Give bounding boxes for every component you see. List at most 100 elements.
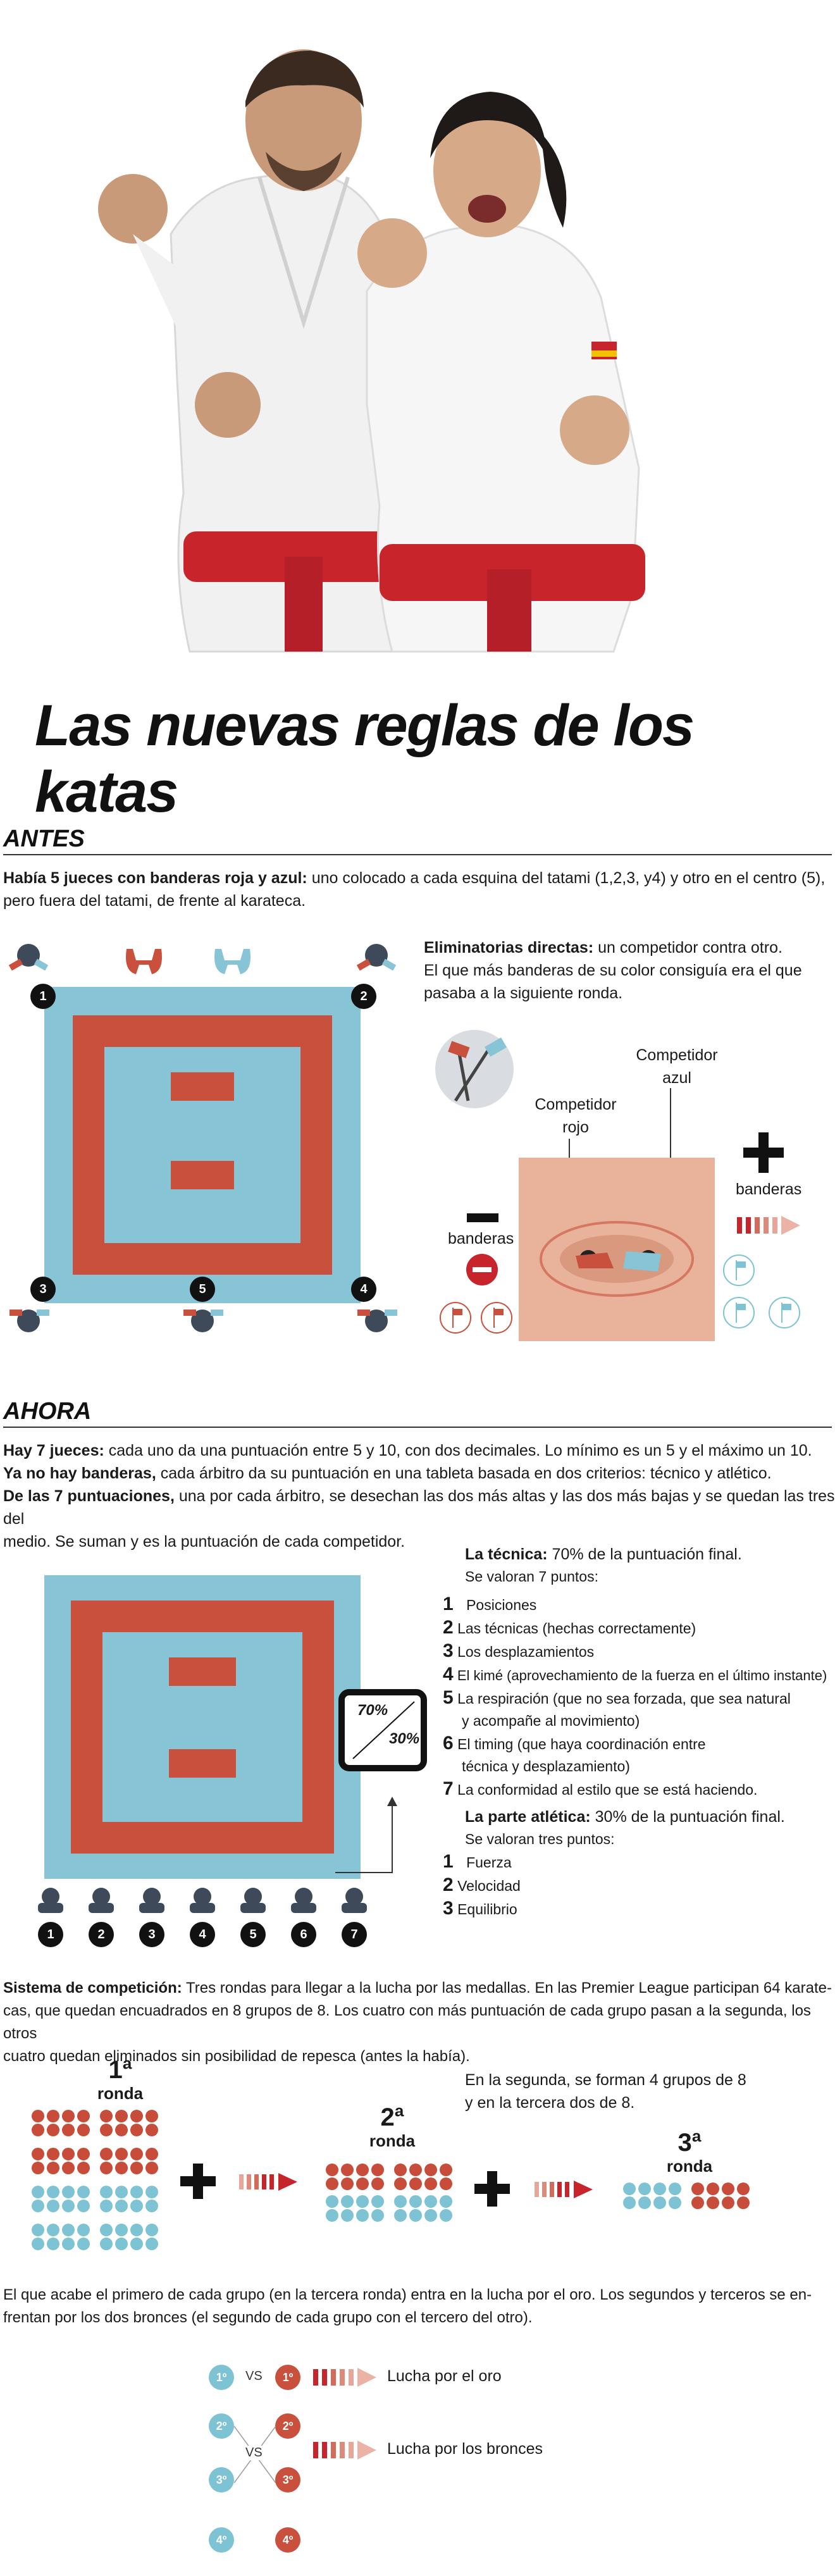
competitor-dot xyxy=(669,2183,681,2195)
plus-round-icon-2 xyxy=(474,2171,510,2207)
competitor-dot xyxy=(326,2164,338,2176)
judge-figure-3 xyxy=(9,1310,49,1332)
ath-sub: Se valoran tres puntos: xyxy=(465,1831,615,1847)
competitor-dot xyxy=(32,2162,44,2174)
antes-judge-badge-4: 4 xyxy=(351,1277,376,1302)
competitor-dot xyxy=(409,2209,422,2222)
ahora-tatami-diagram xyxy=(44,1575,427,1879)
competitor-dot xyxy=(440,2164,452,2176)
competitor-dot xyxy=(115,2162,128,2174)
bronze-arrow-icon xyxy=(313,2441,376,2460)
competitor-dot xyxy=(737,2183,750,2195)
competitor-dot xyxy=(47,2200,59,2212)
competitor-dot xyxy=(653,2196,666,2209)
competitor-dot xyxy=(32,2148,44,2160)
competitor-dot xyxy=(100,2148,113,2160)
competitor-dot xyxy=(737,2196,750,2209)
competitor-dot xyxy=(32,2238,44,2250)
competitor-dot xyxy=(130,2124,143,2136)
competitor-dot xyxy=(341,2209,354,2222)
competitor-dot xyxy=(424,2209,437,2222)
ahora-judge-badge-5: 5 xyxy=(240,1922,266,1947)
antes-intro-bold: Había 5 jueces con banderas roja y azul: xyxy=(3,869,307,887)
competitor-dot xyxy=(424,2195,437,2208)
round2-label: 2ª ronda xyxy=(369,2103,416,2150)
antes-elim-line2: El que más banderas de su color consiguí… xyxy=(424,962,802,979)
competitor-dot xyxy=(326,2177,338,2190)
competitor-dot xyxy=(47,2238,59,2250)
pct-ath: 30% xyxy=(389,1730,420,1747)
competitor-dot xyxy=(130,2110,143,2122)
ath-bold: La parte atlética: xyxy=(465,1808,591,1826)
competitor-red-label: Competidor rojo xyxy=(535,1096,617,1136)
round1-dots xyxy=(32,2110,158,2255)
round-arrow-icon-2 xyxy=(535,2181,593,2198)
hero-athletes-illustration xyxy=(98,49,645,653)
competitor-dot xyxy=(130,2200,143,2212)
ahora-judge-badge-7: 7 xyxy=(342,1922,367,1947)
competitor-dot xyxy=(145,2224,158,2236)
sistema-text: Sistema de competición: Tres rondas para… xyxy=(3,1979,832,2065)
tech-sub: Se valoran 7 puntos: xyxy=(465,1568,598,1585)
round3-label: 3ª ronda xyxy=(666,2129,713,2176)
competitor-dot xyxy=(115,2124,128,2136)
final-red-2: 2º xyxy=(275,2413,300,2439)
competitor-dot xyxy=(32,2186,44,2198)
competitor-dot xyxy=(394,2164,407,2176)
fight-area-diagram xyxy=(519,1088,715,1341)
competitor-dot xyxy=(691,2183,704,2195)
final-text: El que acabe el primero de cada grupo (e… xyxy=(3,2286,812,2326)
ahora-judges-row xyxy=(38,1888,367,1913)
tablet-score-icon xyxy=(338,1689,427,1771)
blue-competitor-mark-icon xyxy=(214,949,250,974)
round3-dots xyxy=(623,2183,750,2211)
competitor-dot xyxy=(32,2200,44,2212)
rounds-note: En la segunda, se forman 4 grupos de 8 y… xyxy=(465,2071,746,2112)
competitor-dot xyxy=(145,2186,158,2198)
competitor-dot xyxy=(356,2177,369,2190)
competitor-dot xyxy=(115,2148,128,2160)
competitor-dot xyxy=(115,2238,128,2250)
competitor-dot xyxy=(638,2183,651,2195)
antes-elim-line1: un competidor contra otro. xyxy=(593,939,782,957)
competitor-dot xyxy=(356,2164,369,2176)
tatami-mark-bottom xyxy=(171,1161,234,1189)
competitor-dot xyxy=(130,2162,143,2174)
competitor-dot xyxy=(145,2200,158,2212)
competitor-dot xyxy=(371,2164,384,2176)
tatami-mark-top xyxy=(171,1072,234,1101)
ath-item-1: 1 Fuerza xyxy=(443,1851,512,1872)
minus-icon xyxy=(467,1213,498,1222)
antes-intro-line1: uno colocado a cada esquina del tatami (… xyxy=(307,869,826,887)
competitor-dot xyxy=(32,2224,44,2236)
tech-item-5-cont: y acompañe al movimiento) xyxy=(462,1712,640,1729)
competitor-dot xyxy=(62,2124,75,2136)
competitor-dot xyxy=(77,2110,90,2122)
competitor-dot xyxy=(722,2183,734,2195)
competitor-dot xyxy=(100,2186,113,2198)
competitor-dot xyxy=(115,2110,128,2122)
round-arrow-icon-1 xyxy=(239,2173,297,2191)
competitor-dot xyxy=(62,2110,75,2122)
competitor-dot xyxy=(130,2238,143,2250)
tech-item-7: 7 La conformidad al estilo que se está h… xyxy=(443,1778,758,1799)
competitor-dot xyxy=(100,2224,113,2236)
ath-rest: 30% de la puntuación final. xyxy=(590,1808,785,1826)
competitor-dot xyxy=(62,2224,75,2236)
ahora-judge-badge-1: 1 xyxy=(38,1922,63,1947)
competitor-dot xyxy=(707,2196,719,2209)
competitor-dot xyxy=(77,2162,90,2174)
round2-dots xyxy=(326,2164,452,2222)
red-fighter-icon xyxy=(576,1250,614,1268)
competitor-dot xyxy=(371,2195,384,2208)
progress-arrow-icon xyxy=(737,1216,800,1235)
competitor-dot xyxy=(145,2110,158,2122)
competitor-dot xyxy=(707,2183,719,2195)
plus-icon xyxy=(743,1132,784,1173)
competitor-dot xyxy=(145,2162,158,2174)
antes-judge-badge-2: 2 xyxy=(351,984,376,1009)
antes-elim-line3: pasaba a la siguiente ronda. xyxy=(424,984,623,1002)
plus-flags-label: banderas xyxy=(736,1180,802,1198)
competitor-dot xyxy=(326,2209,338,2222)
competitor-dot xyxy=(722,2196,734,2209)
